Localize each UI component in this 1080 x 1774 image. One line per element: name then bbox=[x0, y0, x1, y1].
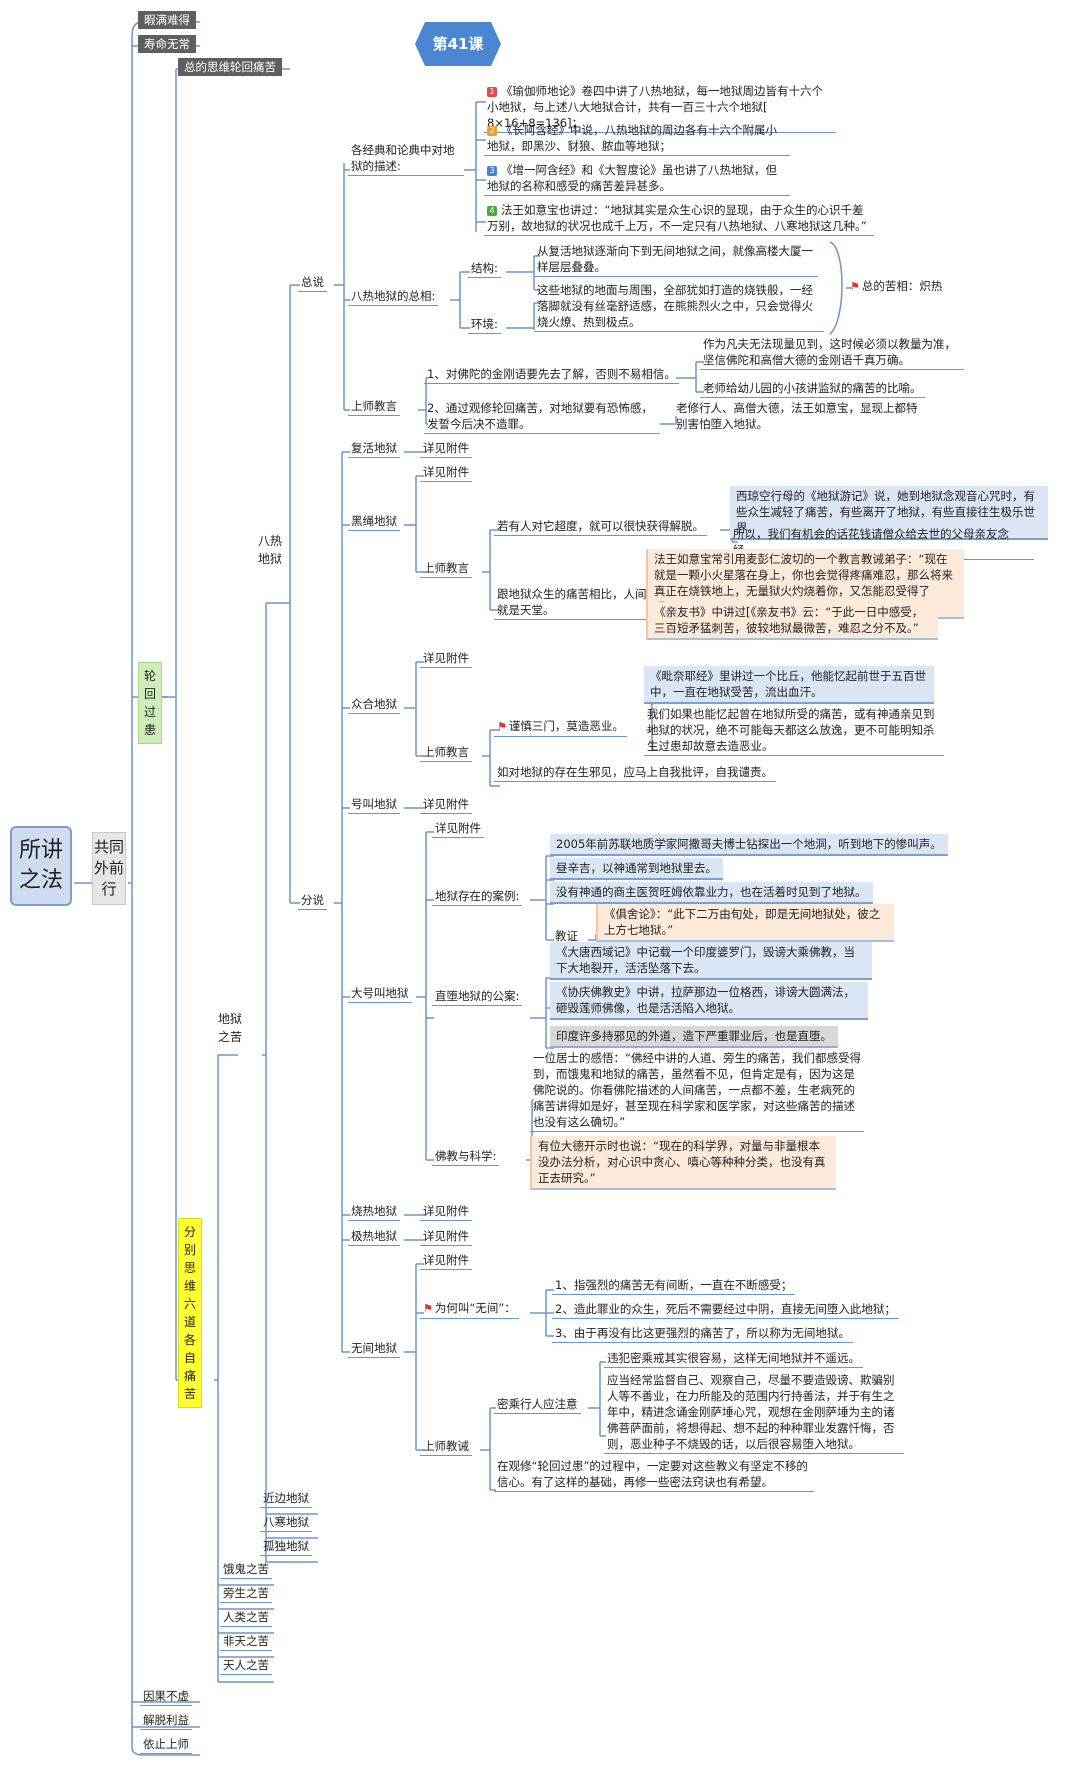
node-wujian-shangshi[interactable]: 上师教诫 bbox=[420, 1438, 472, 1456]
node-gudu[interactable]: 孤独地狱 bbox=[260, 1538, 312, 1556]
anli-4[interactable]: 《俱舍论》：“此下二万由旬处，即是无间地狱处，彼之上方七地狱。” bbox=[596, 904, 894, 942]
anli-1[interactable]: 2005年前苏联地质学家阿撒哥夫博士钻探出一个地洞，听到地下的惨叫声。 bbox=[550, 834, 948, 856]
kexue-2[interactable]: 有位大德开示时也说：“现在的科学界，对量与非量根本没办法分析，对心识中贪心、嗔心… bbox=[530, 1136, 836, 1190]
kexue-1[interactable]: 一位居士的感悟：“佛经中讲的人道、旁生的痛苦，我们都感受得到，而饿鬼和地狱的痛苦… bbox=[530, 1050, 864, 1132]
heisheng-chaodu[interactable]: 若有人对它超度，就可以很快获得解脱。 bbox=[494, 518, 707, 536]
node-zong-siwei[interactable]: 总的思维轮回痛苦 bbox=[178, 58, 282, 76]
node-pangsheng[interactable]: 旁生之苦 bbox=[220, 1585, 272, 1603]
flag-icon: ⚑ bbox=[497, 720, 507, 733]
node-fenshuo[interactable]: 分说 bbox=[298, 892, 327, 910]
node-huanjing[interactable]: 环境: bbox=[468, 316, 501, 334]
node-jietuo[interactable]: 解脱利益 bbox=[140, 1712, 192, 1730]
node-haojiao[interactable]: 号叫地狱 bbox=[348, 796, 400, 814]
heisheng-tiantang[interactable]: 跟地狱众生的痛苦相比，人间就是天堂。 bbox=[494, 586, 650, 620]
number-2-icon: 2 bbox=[487, 126, 497, 136]
number-3-icon: 3 bbox=[487, 166, 497, 176]
node-feitian[interactable]: 非天之苦 bbox=[220, 1633, 272, 1651]
anli-3[interactable]: 没有神通的商主医贺旺姆依靠业力，也在活着时见到了地狱。 bbox=[550, 882, 873, 904]
node-zhonghe-shangshi[interactable]: 上师教言 bbox=[420, 744, 472, 762]
node-jiegou[interactable]: 结构: bbox=[468, 260, 501, 278]
weihe-3[interactable]: 3、由于再没有比这更强烈的痛苦了，所以称为无间地狱。 bbox=[552, 1325, 853, 1343]
zhuiduo-3[interactable]: 印度许多持邪见的外道，造下严重罪业后，也是直堕。 bbox=[550, 1026, 838, 1048]
node-zongku[interactable]: ⚑总的苦相：炽热 bbox=[850, 279, 943, 293]
node-bahan[interactable]: 八寒地狱 bbox=[260, 1514, 312, 1532]
haojiao-detail[interactable]: 详见附件 bbox=[420, 796, 472, 814]
node-gongtong[interactable]: 共同外前行 bbox=[92, 832, 126, 905]
anli-2[interactable]: 昼辛吉，以神通常到地狱里去。 bbox=[550, 858, 723, 880]
shangshi-1-item-2[interactable]: 2、通过观修轮回痛苦，对地狱要有恐怖感，发誓今后决不造罪。 bbox=[424, 400, 660, 434]
jire-detail[interactable]: 详见附件 bbox=[420, 1228, 472, 1246]
mizong-2[interactable]: 应当经常监督自己、观察自己，尽量不要造毁谤、欺骗别人等不善业，在力所能及的范围内… bbox=[604, 1372, 904, 1454]
shangshi-1-item-1b[interactable]: 老师给幼儿园的小孩讲监狱的痛苦的比喻。 bbox=[700, 380, 925, 398]
wujian-xinxin[interactable]: 在观修“轮回过患”的过程中，一定要对这些教义有坚定不移的信心。有了这样的基础，再… bbox=[494, 1458, 814, 1492]
heisheng-detail[interactable]: 详见附件 bbox=[420, 464, 472, 482]
mizong-1[interactable]: 违犯密乘戒其实很容易，这样无间地狱并不遥远。 bbox=[604, 1350, 863, 1368]
node-zongshuo[interactable]: 总说 bbox=[298, 274, 327, 292]
zhonghe-jinshen-2[interactable]: 我们如果也能忆起曾在地狱所受的痛苦，或有神通亲见到地狱的状况，绝不可能每天都这么… bbox=[644, 706, 944, 756]
node-shaore[interactable]: 烧热地狱 bbox=[348, 1203, 400, 1221]
dahaojiao-detail[interactable]: 详见附件 bbox=[432, 820, 484, 838]
shaore-detail[interactable]: 详见附件 bbox=[420, 1203, 472, 1221]
heisheng-chaodu-1[interactable]: 西琼空行母的《地狱游记》说，她到地狱念观音心咒时，有些众生减轻了痛苦，有些离开了… bbox=[730, 486, 1048, 540]
zhonghe-jinshen[interactable]: ⚑谨慎三门，莫造恶业。 bbox=[494, 718, 627, 737]
node-dahaojiao[interactable]: 大号叫地狱 bbox=[348, 985, 412, 1003]
node-shouming[interactable]: 寿命无常 bbox=[138, 35, 196, 53]
number-1-icon: 1 bbox=[487, 87, 497, 97]
heisheng-tiantang-2[interactable]: 《亲友书》中讲过[《亲友书》云：“于此一日中感受，三百短矛猛刺苦，彼较地狱最微苦… bbox=[646, 602, 938, 640]
node-yizhi[interactable]: 依止上师 bbox=[140, 1736, 192, 1754]
node-lunhui[interactable]: 轮回过患 bbox=[138, 662, 162, 744]
node-bare[interactable]: 八热地狱 bbox=[258, 534, 283, 566]
weihe-1[interactable]: 1、指强烈的痛苦无有间断，一直在不断感受； bbox=[552, 1277, 796, 1295]
root-node[interactable]: 所讲之法 bbox=[10, 826, 72, 906]
node-shangshi-1[interactable]: 上师教言 bbox=[348, 398, 400, 416]
node-tianren[interactable]: 天人之苦 bbox=[220, 1657, 272, 1675]
zhuiduo-2[interactable]: 《协庆佛教史》中讲，拉萨那边一位格西，诽谤大圆满法，砸毁莲师佛像，也是活活陷入地… bbox=[550, 982, 868, 1020]
node-wujian[interactable]: 无间地狱 bbox=[348, 1340, 400, 1358]
node-yinguo[interactable]: 因果不虚 bbox=[140, 1688, 192, 1706]
zhonghe-jinshen-1[interactable]: 《毗奈耶经》里讲过一个比丘，他能忆起前世于五百世中，一直在地狱受苦，流出血汗。 bbox=[644, 666, 934, 704]
shangshi-1-item-2a[interactable]: 老修行人、高僧大德，法王如意宝，显现上都特别害怕堕入地狱。 bbox=[676, 401, 918, 431]
jingdian-item-2[interactable]: 2《长阿含经》中说，八热地狱的周边各有十六个附属小地狱，即黑沙、豺狼、脓血等地狱… bbox=[484, 122, 790, 156]
zhonghe-pipan[interactable]: 如对地狱的存在生邪见，应马上自我批评，自我谴责。 bbox=[494, 764, 776, 782]
flag-icon: ⚑ bbox=[423, 1302, 433, 1315]
weihe-2[interactable]: 2、造此罪业的众生，死后不需要经过中阴，直接无间堕入此地狱； bbox=[552, 1301, 899, 1319]
number-4-icon: 4 bbox=[487, 206, 497, 216]
node-anli[interactable]: 地狱存在的案例: bbox=[432, 888, 523, 906]
node-zhuiduo[interactable]: 直堕地狱的公案: bbox=[432, 988, 523, 1006]
jingdian-item-3[interactable]: 3《增一阿含经》和《大智度论》虽也讲了八热地狱，但地狱的名称和感受的痛苦差异甚多… bbox=[484, 162, 790, 196]
node-renlei[interactable]: 人类之苦 bbox=[220, 1609, 272, 1627]
node-diyu-zhi-ku[interactable]: 地狱之苦 bbox=[218, 1012, 243, 1044]
node-jire[interactable]: 极热地狱 bbox=[348, 1228, 400, 1246]
huanjing-text[interactable]: 这些地狱的地面与周围，全部犹如打造的烧铁般，一经落脚就没有丝毫舒适感，在熊熊烈火… bbox=[534, 282, 824, 332]
node-zhonghe[interactable]: 众合地狱 bbox=[348, 696, 400, 714]
root-label: 所讲之法 bbox=[18, 838, 63, 893]
wujian-detail[interactable]: 详见附件 bbox=[420, 1252, 472, 1270]
node-zongxiang[interactable]: 八热地狱的总相: bbox=[348, 288, 439, 306]
lesson-title: 第41课 bbox=[433, 35, 485, 53]
jiegou-text[interactable]: 从复活地狱逐渐向下到无间地狱之间，就像高楼大厦一样层层叠叠。 bbox=[534, 243, 818, 277]
lesson-badge: 第41课 bbox=[415, 22, 501, 66]
shangshi-1-item-1a[interactable]: 作为凡夫无法现量见到，这时候必须以教量为准，坚信佛陀和高僧大德的金刚语千真万确。 bbox=[700, 336, 964, 370]
node-egui[interactable]: 饿鬼之苦 bbox=[220, 1561, 272, 1579]
zhuiduo-1[interactable]: 《大唐西域记》中记载一个印度婆罗门，毁谤大乘佛教，当下大地裂开，活活坠落下去。 bbox=[550, 942, 872, 980]
node-fuhuo[interactable]: 复活地狱 bbox=[348, 440, 400, 458]
zhonghe-detail[interactable]: 详见附件 bbox=[420, 650, 472, 668]
flag-icon: ⚑ bbox=[850, 280, 860, 293]
fuhuo-detail[interactable]: 详见附件 bbox=[420, 440, 472, 458]
node-kexue[interactable]: 佛教与科学: bbox=[432, 1148, 500, 1166]
jingdian-item-1[interactable]: 1《瑜伽师地论》卷四中讲了八热地狱，每一地狱周边皆有十六个小地狱，与上述八大地狱… bbox=[484, 83, 836, 133]
node-xiaman[interactable]: 暇满难得 bbox=[138, 11, 196, 29]
node-jinbian[interactable]: 近边地狱 bbox=[260, 1490, 312, 1508]
node-heisheng-shangshi[interactable]: 上师教言 bbox=[420, 560, 472, 578]
node-jingdian[interactable]: 各经典和论典中对地狱的描述: bbox=[348, 142, 464, 176]
node-heisheng[interactable]: 黑绳地狱 bbox=[348, 513, 400, 531]
node-fenbie[interactable]: 分别思维六道各自痛苦 bbox=[178, 1218, 202, 1408]
node-mizong[interactable]: 密乘行人应注意 bbox=[494, 1396, 581, 1414]
node-weihe[interactable]: ⚑为何叫“无间”： bbox=[420, 1300, 519, 1319]
shangshi-1-item-1[interactable]: 1、对佛陀的金刚语要先去了解，否则不易相信。 bbox=[424, 366, 679, 384]
